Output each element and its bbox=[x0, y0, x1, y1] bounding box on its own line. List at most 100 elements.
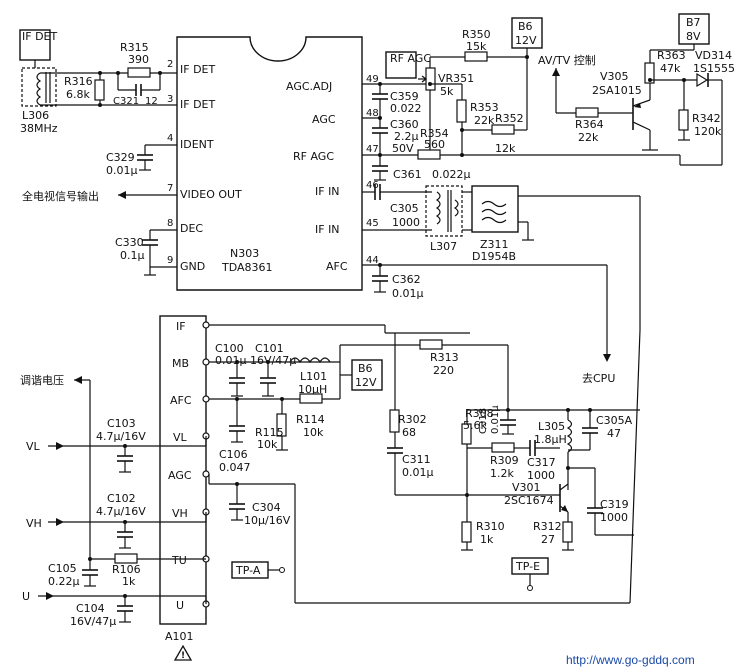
r364-label: R364 bbox=[575, 118, 604, 131]
r316-label: R316 bbox=[64, 75, 93, 88]
pin-number-8: 8 bbox=[167, 218, 173, 229]
c362-label: C362 bbox=[392, 273, 421, 286]
ic-type: TDA8361 bbox=[221, 261, 273, 274]
c100-value: 0.01μ bbox=[215, 354, 247, 367]
tuner-pin-afc: AFC bbox=[170, 394, 192, 407]
c101-value: 16V/47μ bbox=[250, 354, 296, 367]
pin-number-49: 49 bbox=[366, 74, 379, 85]
l307-shield bbox=[425, 185, 463, 237]
l307-label: L307 bbox=[430, 240, 457, 253]
pin-number-44: 44 bbox=[366, 255, 379, 266]
r312-resistor bbox=[562, 521, 573, 543]
r352-value: 12k bbox=[495, 142, 516, 155]
c318-label: C318 bbox=[478, 408, 489, 434]
c360-voltage: 50V bbox=[392, 142, 414, 155]
r106-value: 1k bbox=[122, 575, 136, 588]
pin-label-ident: IDENT bbox=[180, 138, 214, 151]
b6-top-label: B6 bbox=[518, 20, 533, 33]
c329-label: C329 bbox=[106, 151, 135, 164]
c103-label: C103 bbox=[107, 417, 136, 430]
pin-label-agc: AGC bbox=[312, 113, 336, 126]
av-tv-control: AV/TV 控制 bbox=[538, 53, 596, 67]
c330-label: C330 bbox=[115, 236, 144, 249]
c106-label: C106 bbox=[219, 448, 248, 461]
c311-label: C311 bbox=[402, 453, 431, 466]
pin-label-agc-adj: AGC.ADJ bbox=[286, 80, 332, 93]
vl-input-label: VL bbox=[26, 440, 41, 453]
r308-value: 5.6k bbox=[463, 419, 487, 432]
c304-value: 10μ/16V bbox=[244, 514, 291, 527]
r115-label: R115 bbox=[255, 426, 284, 439]
r352-label: R352 bbox=[495, 112, 524, 125]
to-cpu-label: 去CPU bbox=[582, 372, 615, 385]
c103-value: 4.7μ/16V bbox=[96, 430, 146, 443]
r114-value: 10k bbox=[303, 426, 324, 439]
r350-value: 15k bbox=[466, 40, 487, 53]
c360-label: C360 bbox=[390, 118, 419, 131]
pin-number-46: 46 bbox=[366, 180, 379, 191]
r312-value: 27 bbox=[541, 533, 555, 546]
l101-inductor bbox=[289, 357, 331, 364]
r353-value: 22k bbox=[474, 114, 495, 127]
a101-label: A101 bbox=[165, 630, 194, 643]
tuner-pin-agc: AGC bbox=[168, 469, 192, 482]
tuner-pin-u: U bbox=[176, 599, 184, 612]
r313-resistor bbox=[419, 339, 443, 350]
b7-value: 8V bbox=[686, 30, 701, 43]
l305-value: 1.8μH bbox=[534, 433, 567, 446]
v305-label: V305 bbox=[600, 70, 629, 83]
c100-label: C100 bbox=[215, 342, 244, 355]
pin-label-if-in-1: IF IN bbox=[315, 185, 340, 198]
c102-label: C102 bbox=[107, 492, 136, 505]
r313-label: R313 bbox=[430, 351, 459, 364]
tuner-pin-vh: VH bbox=[172, 507, 188, 520]
full-tv-signal-output: 全电视信号输出 bbox=[22, 189, 99, 203]
r114-label: R114 bbox=[296, 413, 325, 426]
v305-value: 2SA1015 bbox=[592, 84, 642, 97]
c330-value: 0.1μ bbox=[120, 249, 145, 262]
tuner-pin-vl: VL bbox=[173, 431, 188, 444]
r310-label: R310 bbox=[476, 520, 505, 533]
r354-label: R354 bbox=[420, 127, 449, 140]
c305-label: C305 bbox=[390, 202, 419, 215]
pin-number-47: 47 bbox=[366, 144, 379, 155]
c319-value: 1000 bbox=[600, 511, 628, 524]
ic-n303-body bbox=[176, 36, 363, 291]
r309-value: 1.2k bbox=[490, 467, 514, 480]
pin-label-afc: AFC bbox=[326, 260, 348, 273]
r315-resistor bbox=[127, 67, 151, 78]
r310-resistor bbox=[461, 521, 472, 543]
c361-label: C361 bbox=[393, 168, 422, 181]
r315-label: R315 bbox=[120, 41, 149, 54]
svg-text:!: ! bbox=[181, 651, 185, 661]
pin-number-3: 3 bbox=[167, 94, 173, 105]
r316-value: 6.8k bbox=[66, 88, 90, 101]
pin-number-7: 7 bbox=[167, 183, 173, 194]
pin-number-9: 9 bbox=[167, 255, 173, 266]
c321-value: 12 bbox=[145, 96, 158, 107]
b6-top-value: 12V bbox=[515, 34, 537, 47]
vr351-potentiometer bbox=[425, 67, 436, 91]
l306-value: 38MHz bbox=[20, 122, 58, 135]
tuner-a101-body bbox=[159, 315, 207, 625]
c360-value: 2.2μ bbox=[394, 130, 419, 143]
l306-label: L306 bbox=[22, 109, 49, 122]
c359-value: 0.022 bbox=[390, 102, 422, 115]
r316-resistor bbox=[94, 79, 105, 101]
watermark: http://www.go-gddq.com bbox=[566, 653, 695, 667]
rf-agc-box-label: RF AGC bbox=[390, 52, 431, 65]
b6-mid-label: B6 bbox=[358, 362, 373, 375]
r363-value: 47k bbox=[660, 62, 681, 75]
r364-resistor bbox=[575, 107, 599, 118]
r106-label: R106 bbox=[112, 563, 141, 576]
c305a-value: 47 bbox=[607, 427, 621, 440]
r364-value: 22k bbox=[578, 131, 599, 144]
pin-label-rf-agc: RF AGC bbox=[293, 150, 334, 163]
r308-label: R308 bbox=[465, 407, 494, 420]
c321-label: C321 bbox=[113, 96, 139, 107]
vd314-diode bbox=[696, 72, 709, 88]
r309-label: R309 bbox=[490, 454, 519, 467]
u-input-label: U bbox=[22, 590, 30, 603]
b6-mid-value: 12V bbox=[355, 376, 377, 389]
